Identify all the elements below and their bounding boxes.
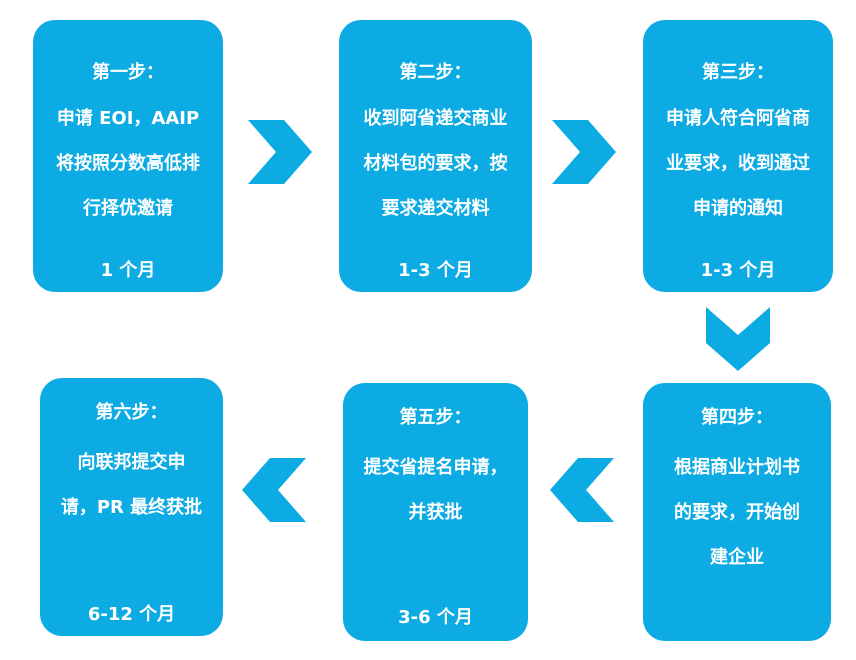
chevron-right-icon [248,120,312,184]
step-2-line-3: 要求递交材料 [381,198,490,219]
step-2-duration: 1-3 个月 [398,260,473,281]
step-4-line-1: 根据商业计划书 [674,457,800,478]
step-5-line-2: 并获批 [408,502,463,523]
step-6-title: 第六步： [95,402,168,423]
step-2-title: 第二步： [399,62,472,83]
step-1-line-3: 行择优邀请 [83,198,173,219]
step-6-duration: 6-12 个月 [87,604,176,625]
step-1-line-1: 申请 EOI，AAIP [56,108,200,129]
step-3-line-2: 业要求，收到通过 [666,153,810,174]
step-2-description: 收到阿省递交商业 材料包的要求，按 要求递交材料 [347,96,524,231]
step-2-line-2: 材料包的要求，按 [363,153,508,174]
step-5-title: 第五步： [399,407,472,428]
step-5-box: 第五步： 提交省提名申请， 并获批 3-6 个月 [343,383,528,641]
step-3-line-3: 申请的通知 [693,198,783,219]
step-4-line-3: 建企业 [710,547,764,568]
step-1-title: 第一步： [92,62,164,83]
step-4-box: 第四步： 根据商业计划书 的要求，开始创 建企业 [643,383,831,641]
step-1-duration: 1 个月 [100,260,156,281]
step-6-box: 第六步： 向联邦提交申 请，PR 最终获批 6-12 个月 [40,378,223,636]
step-5-line-1: 提交省提名申请， [363,457,508,478]
step-6-line-1: 向联邦提交申 [77,452,186,473]
step-4-line-2: 的要求，开始创 [674,502,800,523]
step-2-line-1: 收到阿省递交商业 [363,108,508,129]
step-3-line-1: 申请人符合阿省商 [666,108,810,129]
step-1-line-2: 将按照分数高低排 [56,153,200,174]
chevron-right-icon [552,120,616,184]
step-3-description: 申请人符合阿省商 业要求，收到通过 申请的通知 [651,96,825,231]
step-4-description: 根据商业计划书 的要求，开始创 建企业 [651,445,823,580]
step-1-description: 申请 EOI，AAIP 将按照分数高低排 行择优邀请 [41,96,215,231]
chevron-left-icon [550,458,614,522]
step-3-title: 第三步： [702,62,774,83]
step-6-description: 向联邦提交申 请，PR 最终获批 [48,440,215,530]
step-5-duration: 3-6 个月 [398,607,473,628]
chevron-left-icon [242,458,306,522]
step-1-box: 第一步： 申请 EOI，AAIP 将按照分数高低排 行择优邀请 1 个月 [33,20,223,292]
step-6-line-2: 请，PR 最终获批 [60,497,203,518]
step-2-box: 第二步： 收到阿省递交商业 材料包的要求，按 要求递交材料 1-3 个月 [339,20,532,292]
step-3-box: 第三步： 申请人符合阿省商 业要求，收到通过 申请的通知 1-3 个月 [643,20,833,292]
step-4-title: 第四步： [701,407,773,428]
step-5-description: 提交省提名申请， 并获批 [351,445,520,535]
chevron-down-icon [706,307,770,371]
step-3-duration: 1-3 个月 [700,260,776,281]
